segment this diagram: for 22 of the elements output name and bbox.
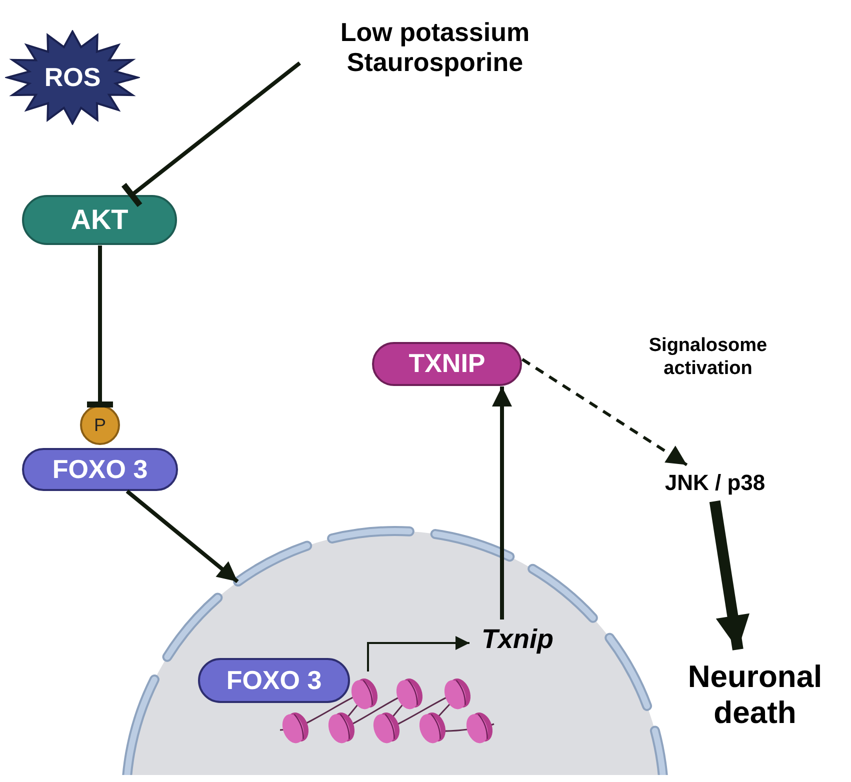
dashed-arrow [522, 358, 688, 466]
phosphate-circle [80, 405, 120, 445]
protein-pill [22, 448, 178, 491]
pathway-text: Low potassium Staurosporine [339, 18, 531, 78]
protein-label: TXNIP [408, 349, 486, 379]
protein-label: P [94, 414, 106, 436]
protein-pill [372, 342, 522, 386]
inhibition-line [87, 246, 113, 408]
protein-label: ROS [44, 62, 101, 92]
protein-pill [198, 658, 350, 703]
arrow [709, 500, 750, 650]
protein-label: FOXO 3 [226, 666, 322, 696]
pathway-text: Neuronal death [686, 659, 824, 731]
pathway-text: JNK / p38 [664, 470, 766, 496]
arrow [126, 490, 239, 584]
inhibition-line [121, 61, 302, 208]
protein-label: AKT [70, 204, 128, 236]
protein-label: FOXO 3 [52, 454, 148, 484]
pathway-text: Txnip [482, 624, 554, 656]
protein-pill [22, 195, 177, 245]
arrow [492, 386, 512, 620]
arrow [367, 636, 470, 672]
